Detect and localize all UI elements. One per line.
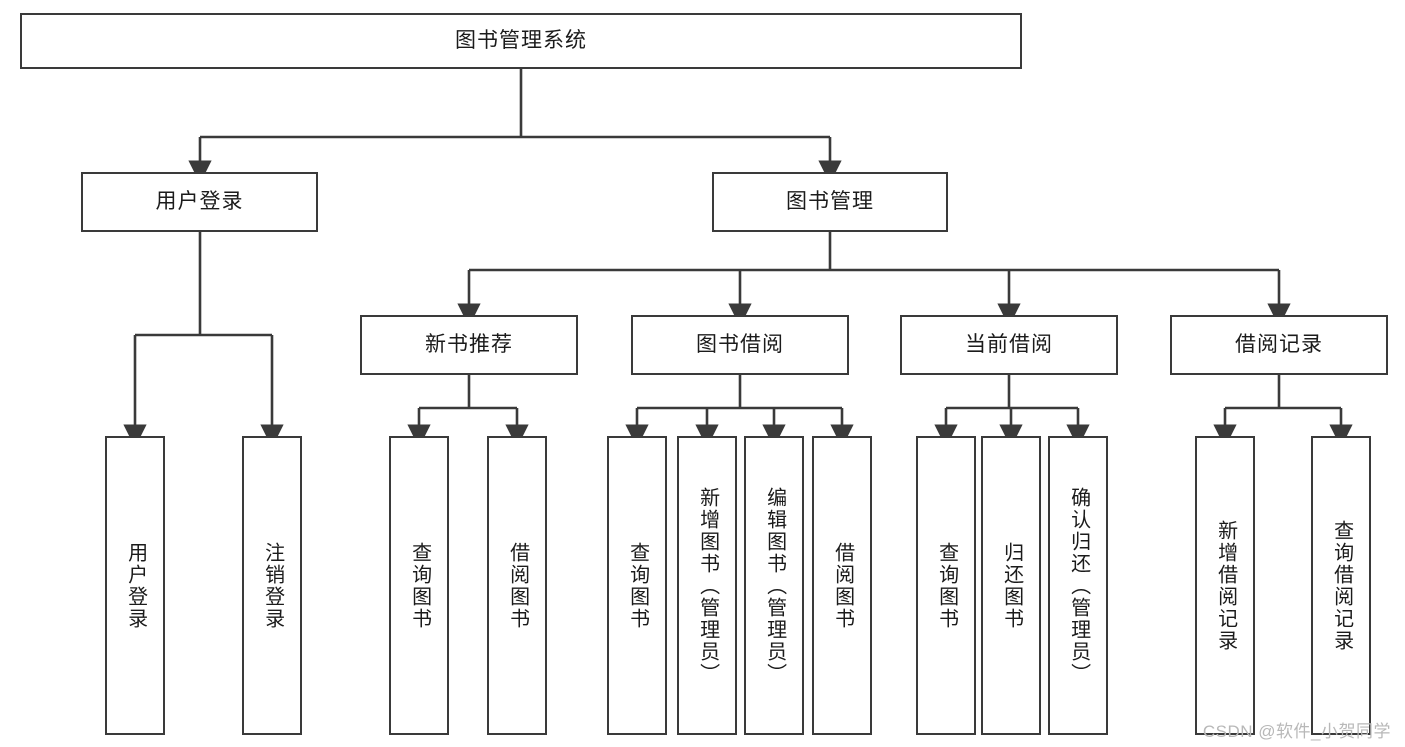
node-label: 注销登录 [261,541,284,630]
node-label: 借阅记录 [1235,332,1323,356]
node-label: 查询图书 [626,541,649,630]
node-label: 新增借阅记录 [1214,519,1237,652]
node-leaf-user-login[interactable]: 用户登录 [105,436,165,735]
node-l2-current[interactable]: 当前借阅 [900,315,1118,375]
node-label: 确认归还（管理员） [1067,486,1090,685]
node-label: 图书借阅 [696,332,784,356]
node-label: 图书管理系统 [455,28,587,52]
node-label: 查询借阅记录 [1330,519,1353,652]
node-l2-borrow[interactable]: 图书借阅 [631,315,849,375]
node-leaf-new-borrow[interactable]: 借阅图书 [487,436,547,735]
node-leaf-borrow-edit[interactable]: 编辑图书（管理员） [744,436,804,735]
node-l2-record[interactable]: 借阅记录 [1170,315,1388,375]
node-label: 归还图书 [1000,541,1023,630]
node-label: 用户登录 [124,541,147,630]
node-root[interactable]: 图书管理系统 [20,13,1022,69]
node-label: 新书推荐 [425,332,513,356]
node-label: 当前借阅 [965,332,1053,356]
node-leaf-borrow-add[interactable]: 新增图书（管理员） [677,436,737,735]
node-label: 图书管理 [786,189,874,213]
node-l1-user[interactable]: 用户登录 [81,172,318,232]
node-label: 新增图书（管理员） [696,486,719,685]
node-leaf-user-logout[interactable]: 注销登录 [242,436,302,735]
node-l1-book[interactable]: 图书管理 [712,172,948,232]
node-label: 查询图书 [408,541,431,630]
node-label: 借阅图书 [831,541,854,630]
watermark-text: CSDN @软件_小贺同学 [1202,722,1391,741]
node-label: 借阅图书 [506,541,529,630]
node-leaf-borrow-query[interactable]: 查询图书 [607,436,667,735]
node-leaf-cur-confirm[interactable]: 确认归还（管理员） [1048,436,1108,735]
node-l2-new[interactable]: 新书推荐 [360,315,578,375]
node-label: 用户登录 [155,189,244,213]
node-leaf-new-query[interactable]: 查询图书 [389,436,449,735]
node-label: 查询图书 [935,541,958,630]
node-leaf-rec-query[interactable]: 查询借阅记录 [1311,436,1371,735]
node-leaf-cur-return[interactable]: 归还图书 [981,436,1041,735]
node-leaf-borrow-lend[interactable]: 借阅图书 [812,436,872,735]
node-leaf-rec-add[interactable]: 新增借阅记录 [1195,436,1255,735]
node-leaf-cur-query[interactable]: 查询图书 [916,436,976,735]
node-label: 编辑图书（管理员） [763,486,786,685]
